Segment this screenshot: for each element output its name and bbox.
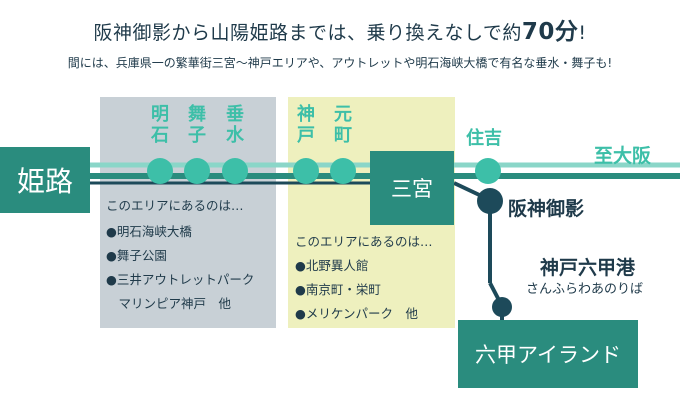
station-sumiyoshi-label: 住吉	[466, 128, 502, 149]
station-motomachi-marker	[330, 158, 356, 184]
station-tarumi-marker	[222, 158, 248, 184]
station-sannomiya-box: 三宮	[370, 151, 454, 225]
station-motomachi-label: 元町	[334, 104, 352, 146]
station-himeji-box: 姫路	[0, 147, 90, 213]
station-mikage-label: 阪神御影	[508, 198, 585, 220]
subtitle: 間には、兵庫県一の繁華街三宮〜神戸エリアや、アウトレットや明石海峡大橋で有名な垂…	[67, 56, 613, 70]
headline-text: 阪神御影から山陽姫路までは、乗り換えなしで約	[93, 22, 522, 44]
west-area-item: ●明石海峡大橋	[106, 224, 192, 239]
station-akashi-label: 明石	[151, 104, 169, 146]
kobe-area-item: ●北野異人館	[295, 258, 369, 273]
west-area-item: ●舞子公園	[106, 248, 167, 263]
station-rokko-sublabel: さんふらわあのりば	[526, 282, 644, 297]
headline: 阪神御影から山陽姫路までは、乗り換えなしで約70分!	[0, 12, 680, 46]
direction-osaka-label: 至大阪	[594, 145, 652, 167]
kobe-area-item: ●メリケンパーク 他	[295, 306, 419, 321]
station-kobe-marker	[293, 158, 319, 184]
west-area-item: ●三井アウトレットパーク	[106, 272, 255, 287]
headline-time: 70分	[521, 19, 579, 45]
station-maiko-label: 舞子	[188, 104, 206, 146]
west-area-heading: このエリアにあるのは…	[106, 198, 244, 213]
rokko-island-box: 六甲アイランド	[458, 320, 638, 388]
kobe-area-heading: このエリアにあるのは…	[295, 234, 433, 249]
station-kobe-label: 神戸	[297, 104, 315, 146]
station-mikage-marker	[477, 188, 503, 214]
kobe-area-item: ●南京町・栄町	[295, 282, 381, 297]
station-rokko-marker	[492, 297, 512, 317]
headline-end: !	[578, 22, 587, 44]
west-area-item: マリンピア神戸 他	[106, 296, 232, 311]
station-akashi-marker	[147, 158, 173, 184]
station-sumiyoshi-marker	[475, 158, 501, 184]
station-tarumi-label: 垂水	[226, 104, 244, 146]
station-rokko-label: 神戸六甲港	[540, 257, 636, 279]
west-area-panel	[100, 97, 276, 328]
station-maiko-marker	[184, 158, 210, 184]
